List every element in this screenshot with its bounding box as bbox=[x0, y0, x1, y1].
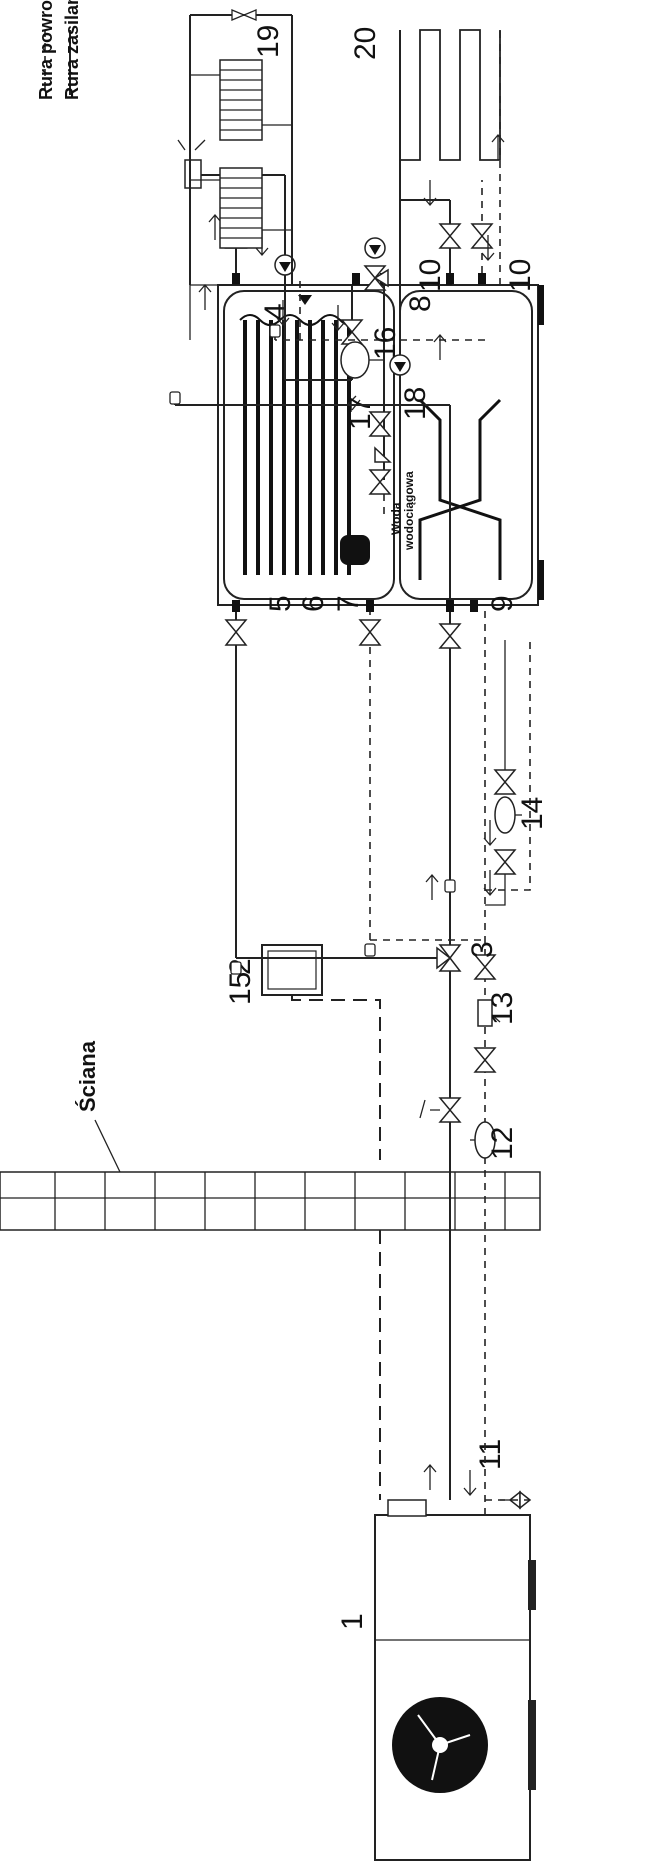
label-9: 9 bbox=[486, 595, 519, 612]
water-label-2: wodociągowa bbox=[402, 471, 416, 551]
three-way-valve-3 bbox=[436, 944, 462, 972]
dhw-outlet-pipes bbox=[177, 138, 364, 381]
label-16: 16 bbox=[369, 327, 402, 360]
label-5: 5 bbox=[264, 595, 297, 612]
label-4: 4 bbox=[259, 303, 292, 320]
label-10a: 10 bbox=[414, 259, 447, 292]
label-18: 18 bbox=[399, 387, 432, 420]
expansion-vessel-12 bbox=[470, 1121, 496, 1159]
water-label-1: Woda bbox=[389, 502, 403, 535]
label-1: 1 bbox=[336, 1613, 369, 1630]
shower-icon bbox=[184, 159, 202, 189]
label-6: 6 bbox=[297, 595, 330, 612]
label-10b: 10 bbox=[504, 259, 537, 292]
label-19: 19 bbox=[252, 25, 285, 58]
expansion-vessel-16 bbox=[340, 341, 370, 379]
label-3: 3 bbox=[466, 941, 499, 958]
radiator-circuit bbox=[189, 9, 293, 340]
legend-supply-label: Rura zasilania bbox=[62, 0, 82, 100]
dhw-coil-return-pipe bbox=[358, 610, 485, 957]
label-15: 15 bbox=[224, 972, 257, 1005]
filter-13-icon bbox=[473, 954, 501, 1073]
label-14: 14 bbox=[516, 797, 549, 830]
heating-circuit-pipes bbox=[399, 134, 505, 273]
floor-heating-loops bbox=[399, 29, 501, 161]
valve-supply-safety-icon bbox=[419, 1097, 462, 1123]
label-7: 7 bbox=[332, 595, 365, 612]
wall bbox=[0, 1119, 541, 1231]
label-20: 20 bbox=[349, 27, 382, 60]
expansion-vessel-14 bbox=[483, 640, 531, 906]
label-11: 11 bbox=[474, 1439, 507, 1470]
cold-water-inlet bbox=[340, 273, 392, 520]
wall-label: Ściana bbox=[75, 1040, 100, 1112]
legend: Rura powrotna Rura zasilania bbox=[36, 0, 82, 100]
combined-storage-tank bbox=[217, 273, 544, 612]
label-12: 12 bbox=[486, 1127, 519, 1160]
heat-pump-outdoor-unit bbox=[374, 1499, 536, 1861]
buffer-supply-pipe bbox=[425, 600, 462, 900]
label-13: 13 bbox=[486, 992, 519, 1025]
dhw-coil-supply-pipe bbox=[224, 605, 437, 975]
legend-return-label: Rura powrotna bbox=[36, 0, 56, 100]
label-8: 8 bbox=[404, 295, 437, 312]
label-17: 17 bbox=[344, 397, 377, 430]
